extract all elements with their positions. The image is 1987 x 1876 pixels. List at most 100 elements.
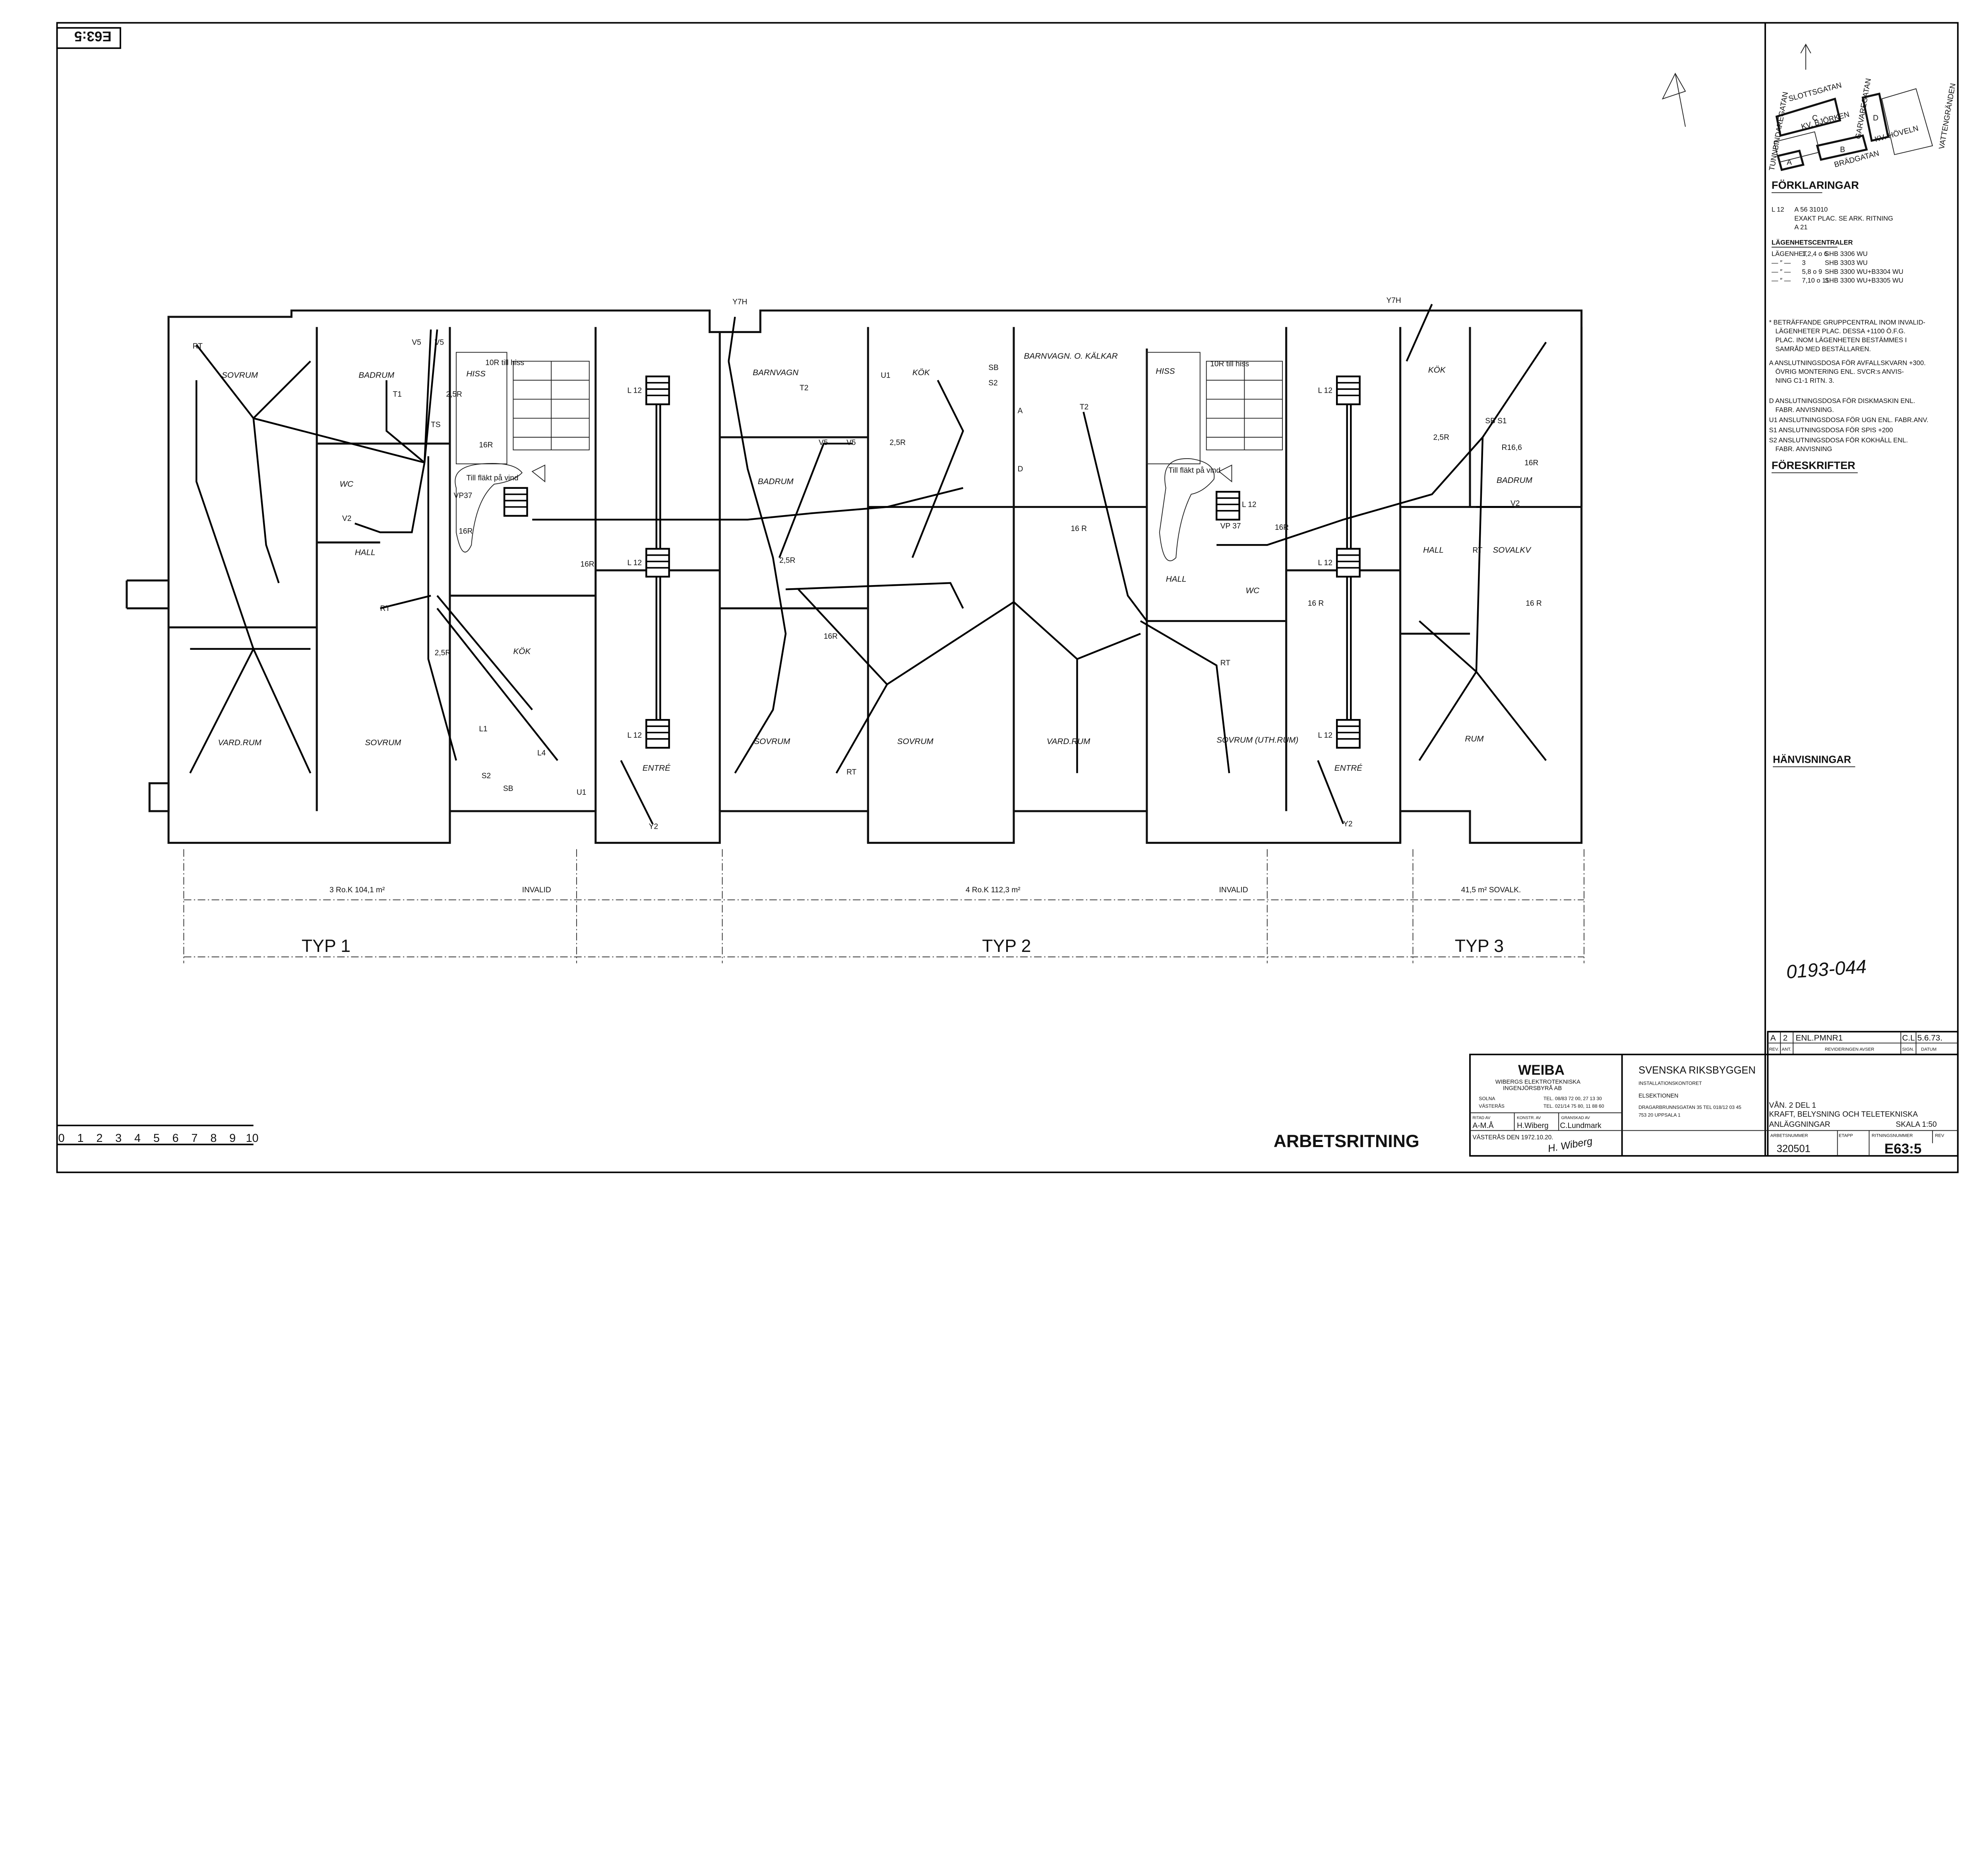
svg-text:ENL.PMNR1: ENL.PMNR1 — [1795, 1033, 1843, 1043]
legend-note: ÖVRIG MONTERING ENL. SVCR:s ANVIS- — [1775, 368, 1904, 376]
svg-text:DRAGARBRUNNSGATAN 35 TEL 018: DRAGARBRUNNSGATAN 35 TEL 018/12 03 45 — [1638, 1105, 1741, 1110]
device-label: V2 — [342, 515, 351, 523]
device-label: 16R — [479, 441, 493, 450]
room-label: SOVRUM — [222, 370, 258, 380]
room-label: KÖK — [513, 647, 531, 656]
building-label: D — [1873, 114, 1879, 122]
device-label: T2 — [1080, 403, 1088, 411]
device-label: L 12 — [1318, 387, 1332, 395]
svg-text:REV.: REV. — [1769, 1047, 1779, 1052]
device-label: SB S1 — [1485, 417, 1507, 425]
firm-name: WEIBA — [1518, 1062, 1565, 1078]
legend-hanvisningar: HÄNVISNINGAR — [1773, 754, 1851, 766]
svg-text:ANT.: ANT. — [1782, 1047, 1791, 1052]
device-label: 2,5R — [435, 649, 451, 657]
svg-text:SHB 3306 WU: SHB 3306 WU — [1825, 250, 1868, 258]
svg-text:SHB 3300 WU+B3304 WU: SHB 3300 WU+B3304 WU — [1825, 268, 1904, 275]
svg-text:5,8 o 9: 5,8 o 9 — [1802, 268, 1822, 275]
device-label: V5 — [412, 338, 421, 347]
device-label: V2 — [1511, 499, 1520, 508]
area-label: INVALID — [522, 886, 551, 894]
riser-lines — [655, 403, 1352, 720]
sheet-border — [56, 22, 1959, 1173]
device-label: Y2 — [1343, 820, 1352, 828]
device-label: L 12 — [627, 559, 642, 567]
room-label: WC — [340, 479, 354, 488]
room-label: RUM — [1465, 734, 1484, 743]
room-label: VARD.RUM — [218, 738, 261, 747]
legend-note: * BETRÄFFANDE GRUPPCENTRAL INOM INVALID- — [1769, 318, 1925, 326]
svg-text:TEL. 021/14 75 80, 11 88 60: TEL. 021/14 75 80, 11 88 60 — [1544, 1103, 1604, 1109]
svg-text:SHB 3300 WU+B3305 WU: SHB 3300 WU+B3305 WU — [1825, 277, 1904, 284]
signature: H. Wiberg — [1547, 1136, 1593, 1154]
legend-title: FÖRKLARINGAR — [1772, 179, 1859, 191]
legend-subtitle: LÄGENHETSCENTRALER — [1772, 238, 1853, 246]
device-label: 16 R — [1526, 599, 1542, 608]
device-label: RT — [1472, 546, 1482, 554]
device-label: VP37 — [454, 492, 473, 500]
svg-text:REV: REV — [1935, 1133, 1944, 1138]
legend-foreskrifter: FÖRESKRIFTER — [1772, 459, 1855, 471]
radiator-icon — [646, 720, 669, 748]
room-label: WC — [1246, 586, 1260, 595]
svg-text:SHB 3303 WU: SHB 3303 WU — [1825, 259, 1868, 266]
room-label: BADRUM — [358, 370, 395, 380]
svg-text:ANLÄGGNINGAR: ANLÄGGNINGAR — [1769, 1120, 1830, 1129]
svg-text:VÄSTERÅS DEN 1972.10.20.: VÄSTERÅS DEN 1972.10.20. — [1472, 1134, 1553, 1141]
area-label: 4 Ro.K 112,3 m² — [966, 886, 1021, 894]
device-label: 16R — [459, 527, 473, 535]
svg-text:0: 0 — [58, 1132, 65, 1145]
legend-note: PLAC. INOM LÄGENHETEN BESTÄMMES I — [1775, 336, 1907, 344]
device-label: Y7H — [732, 298, 747, 306]
svg-text:1,2,4 o 6: 1,2,4 o 6 — [1802, 250, 1828, 258]
radiator-icon — [1216, 492, 1239, 519]
room-label: ENTRÉ — [1334, 764, 1363, 773]
wiring — [189, 304, 1547, 824]
device-label: RT — [846, 768, 856, 776]
handwritten-number: 0193-044 — [1786, 956, 1867, 983]
legend-text: A 21 — [1794, 223, 1807, 231]
svg-text:5.6.73.: 5.6.73. — [1917, 1033, 1942, 1043]
svg-text:6: 6 — [172, 1132, 179, 1145]
svg-text:H.Wiberg: H.Wiberg — [1517, 1122, 1549, 1130]
device-label: 10R till hiss — [485, 359, 524, 367]
svg-text:REVIDERINGEN AVSER: REVIDERINGEN AVSER — [1825, 1047, 1874, 1052]
room-label: SOVRUM — [897, 737, 934, 746]
radiator-icon — [1337, 549, 1360, 577]
drawing-sheet: E63:5 SLOTTSGATAN GARVAREGATAN VATTENGRÄ… — [56, 22, 1959, 1173]
radiator-icon — [646, 549, 669, 577]
room-label: SOVALKV — [1493, 545, 1532, 554]
area-label: INVALID — [1219, 886, 1248, 894]
svg-text:DATUM: DATUM — [1921, 1047, 1937, 1052]
floor-plan-walls — [126, 309, 1583, 844]
device-label: 2,5R — [779, 556, 795, 565]
svg-text:2: 2 — [1783, 1033, 1788, 1043]
room-label: KÖK — [912, 368, 930, 377]
device-label: 16R — [1524, 459, 1538, 467]
svg-text:7,10 o 11: 7,10 o 11 — [1802, 277, 1829, 284]
legend-note: S1 ANSLUTNINGSDOSA FÖR SPIS +200 — [1769, 426, 1893, 434]
type-label: TYP 2 — [982, 936, 1031, 956]
svg-text:SIGN.: SIGN. — [1902, 1047, 1914, 1052]
device-label: VP 37 — [1220, 522, 1241, 531]
svg-text:3: 3 — [115, 1132, 122, 1145]
device-label: L 12 — [1318, 559, 1332, 567]
revision-table: A 2 ENL.PMNR1 C.L 5.6.73. REV. ANT. REVI… — [1767, 1031, 1959, 1055]
radiator-icon — [1337, 720, 1360, 748]
legend-note: S2 ANSLUTNINGSDOSA FÖR KOKHÄLL ENL. — [1769, 436, 1908, 444]
room-label: HISS — [466, 369, 486, 378]
svg-text:WIBERGS ELEKTROTEKNISKA: WIBERGS ELEKTROTEKNISKA — [1495, 1079, 1580, 1085]
legend-code: L 12 — [1772, 206, 1784, 213]
svg-text:8: 8 — [210, 1132, 217, 1145]
fan-note-outline — [1159, 458, 1215, 561]
type-label: TYP 3 — [1455, 936, 1504, 956]
svg-text:ARBETSNUMMER: ARBETSNUMMER — [1770, 1133, 1808, 1138]
type-dimension-bands: 3 Ro.K 104,1 m² INVALID 4 Ro.K 112,3 m² … — [183, 849, 1584, 963]
room-label: BADRUM — [758, 477, 794, 486]
svg-text:320501: 320501 — [1777, 1143, 1811, 1155]
svg-text:A-M.Å: A-M.Å — [1472, 1122, 1493, 1130]
svg-text:RITAD AV: RITAD AV — [1472, 1116, 1490, 1120]
device-label: L 12 — [1242, 501, 1257, 509]
